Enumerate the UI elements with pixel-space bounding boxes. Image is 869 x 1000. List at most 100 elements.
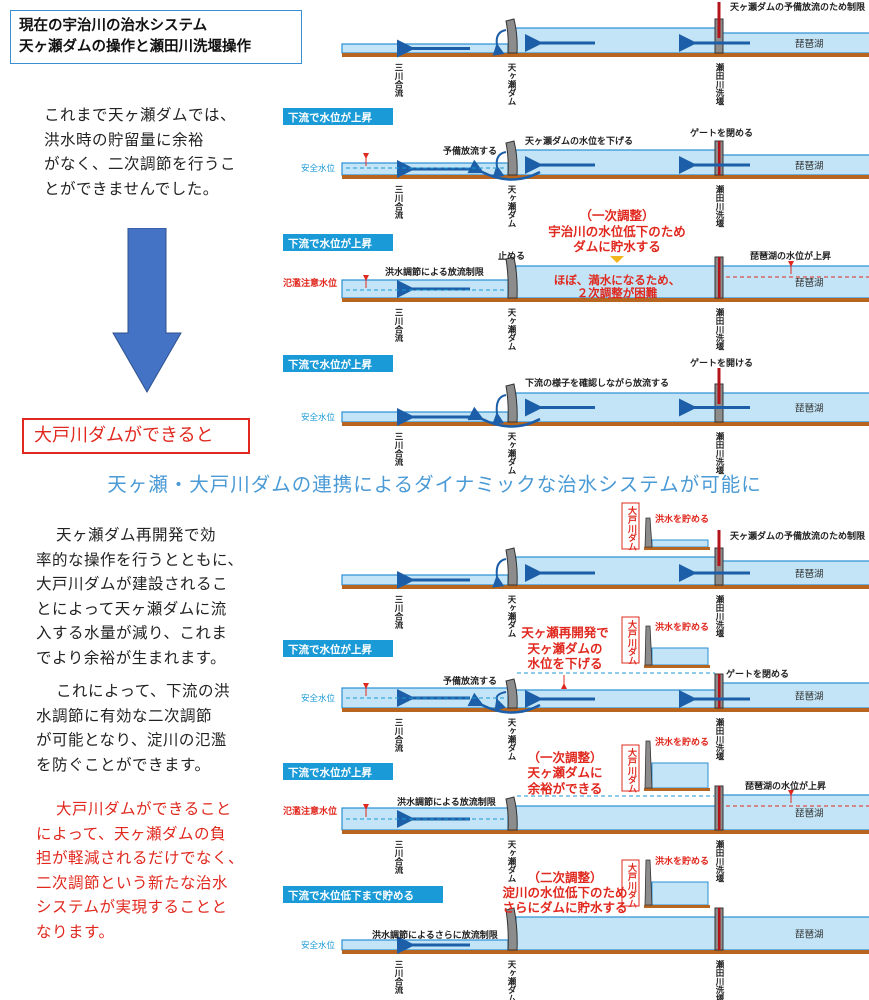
text-line: 天ヶ瀬ダム再開発で効 [56,526,217,544]
amagase-dam [505,383,518,423]
weir-label: 瀬田川洗堰 [714,184,725,227]
annotation-text: 天ヶ瀬ダムに [527,765,602,780]
amagase-dam [505,796,518,831]
annotation-text: 下流の様子を確認しながら放流する [525,377,669,389]
confluence-label: 三川合流 [393,63,404,98]
dam-label: 天ヶ瀬ダム [506,960,516,1000]
dam-label: 天ヶ瀬ダム [506,432,516,475]
badge-background [283,234,393,251]
weir-gate-closed [718,786,721,830]
weir-gate-raised [717,368,721,404]
lake-label: 琵琶湖 [795,39,824,50]
annotation-text: 止める [498,250,525,262]
dam-label: 天ヶ瀬ダム [506,185,516,228]
badge-background [283,763,393,780]
ootogawa-dam [644,740,653,789]
text-line: 二次調節という新たな治水 [36,873,229,892]
ootogawa-dam-label: 大戸川ダム [626,505,638,551]
annotation-text: 天ヶ瀬ダムの水位を下げる [525,135,633,147]
text-line: が可能となり、淀川の氾濫 [36,731,227,750]
riverbed [342,298,869,302]
banner-heading: 天ヶ瀬・大戸川ダムの連携によるダイナミックな治水システムが可能に [107,473,762,496]
status-badge: 下流で水位が上昇 [288,766,372,779]
dam-label: 天ヶ瀬ダム [506,718,516,761]
weir-label: 瀬田川洗堰 [714,307,725,350]
intro-paragraph: これまで天ヶ瀬ダムでは、 洪水時の貯留量に余裕 がなく、二次調節を行うこ とがで… [44,103,236,201]
annotation-text: ゲートを開ける [690,357,753,369]
text-line: とによって天ヶ瀬ダムに流 [36,599,227,618]
store-flood-label: 洪水を貯める [655,855,709,867]
weir-gate-raised [717,530,721,566]
water-level-label: 氾濫注意水位 [283,805,337,817]
ootogawa-dam [644,859,653,906]
yellow-triangle-icon [610,256,624,263]
annotation-text: 琵琶湖の水位が上昇 [745,780,826,792]
title-line-2: 天ヶ瀬ダムの操作と瀬田川洗堰操作 [19,39,251,55]
lake-label: 琵琶湖 [795,930,824,941]
confluence-label: 三川合流 [393,185,404,220]
reservoir-water [515,916,717,951]
status-badge: 下流で水位が上昇 [288,643,372,656]
text-line: によって、天ヶ瀬ダムの負 [36,824,226,843]
ootogawa-label-box [621,859,640,907]
amagase-dam [505,18,518,54]
text-line: とができませんでした。 [44,179,219,198]
ootogawa-riverbed [644,547,710,550]
ootogawa-label-box [621,744,640,792]
annotation-text: （一次調整） [579,208,654,223]
dam-release-arrow-icon [494,691,507,712]
text-line: がなく、二次調節を行うこ [44,155,237,174]
title-line-1: 現在の宇治川の治水システム [19,18,208,34]
reservoir-water [515,149,717,176]
ootogawa-label-box [621,616,640,664]
text-line: 担が軽減されるだけでなく、 [36,849,245,868]
weir-gate-closed [718,257,721,298]
lake-label: 琵琶湖 [795,278,824,289]
text-line: これによって、下流の洪 [56,682,230,700]
lake-label: 琵琶湖 [795,692,824,703]
weir-label: 瀬田川洗堰 [714,717,725,760]
annotation-text: 余裕ができる [527,781,603,796]
text-line: なります。 [36,922,115,941]
annotation-text: （二次調整） [527,870,602,885]
weir-label: 瀬田川洗堰 [714,839,725,882]
water-level-label: 氾濫注意水位 [283,277,337,289]
title-box: 現在の宇治川の治水システム 天ヶ瀬ダムの操作と瀬田川洗堰操作 [10,10,302,64]
riverbed [342,950,869,954]
annotation-text: （一次調整） [527,750,602,765]
store-flood-label: 洪水を貯める [655,621,709,633]
amagase-dam [505,547,518,586]
text-line: でより余裕が生まれます。 [36,648,227,667]
confluence-label: 三川合流 [393,308,404,343]
weir-label: 瀬田川洗堰 [714,62,725,105]
ootogawa-reservoir [651,539,709,548]
ootogawa-dam-label: 大戸川ダム [626,747,638,793]
annotation-text: 予備放流する [443,675,497,687]
weir-gate-closed [718,674,721,708]
ootogawa-reservoir [651,647,709,666]
ootogawa-riverbed [644,905,710,908]
down-arrow-icon [112,228,182,393]
ootogawa-riverbed [644,665,710,668]
reservoir-water [515,556,717,586]
annotation-text: 予備放流する [443,145,497,157]
annotation-text: 洪水調節による放流制限 [385,266,485,278]
weir-gate-closed [718,141,721,175]
ootogawa-label-box [621,502,640,550]
amagase-dam [505,678,518,709]
lake-biwa-water [721,794,869,831]
confluence-label: 三川合流 [393,840,404,875]
riverbed [342,422,869,426]
dam-release-arrow-icon [492,558,507,588]
annotation-text: ２次調整が困難 [577,286,658,300]
lake-label: 琵琶湖 [795,809,824,820]
ootogawa-dam [644,625,653,666]
text-line: 水調節に有効な二次調節 [36,706,213,725]
riverbed [342,53,869,57]
annotation-text: ゲートを閉める [726,668,789,680]
weir-label: 瀬田川洗堰 [714,959,725,1000]
badge-background [283,886,443,903]
confluence-label: 三川合流 [393,718,404,753]
text-line: を防ぐことができます。 [36,755,211,774]
ootogawa-dam-label: 大戸川ダム [626,862,638,908]
